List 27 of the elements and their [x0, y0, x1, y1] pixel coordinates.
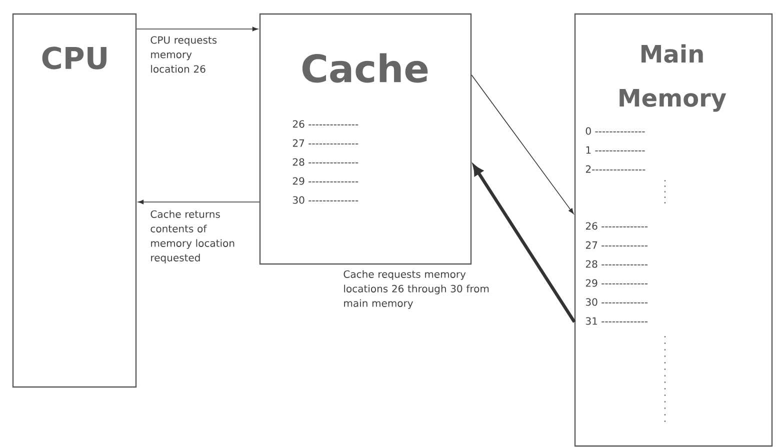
memory-row: 26 ------------- [586, 222, 648, 230]
memory-row: 30 ------------- [586, 298, 648, 306]
arrow [138, 200, 260, 204]
title: CPU [42, 46, 106, 70]
memory-row: 28 ------------- [586, 260, 648, 268]
title: Main Memory [620, 44, 726, 112]
memory-row: 1 -------------- [586, 146, 645, 154]
memory-row: 27 ------------- [586, 241, 648, 249]
memory-row: 27 -------------- [292, 139, 358, 147]
arrow [136, 26, 258, 32]
main-memory-box [574, 13, 773, 447]
arrow [472, 164, 576, 323]
memory-row: 28 -------------- [292, 158, 358, 166]
edge-label: CPU requests memory location 26 [150, 36, 217, 73]
memory-row: 26 -------------- [292, 120, 358, 128]
memory-row: 29 -------------- [292, 177, 358, 185]
memory-row: 31 ------------- [586, 317, 648, 325]
cache-box [259, 13, 472, 265]
memory-row: 0 -------------- [586, 127, 645, 135]
edge-label: Cache requests memory locations 26 through 30 from main memory [344, 270, 489, 309]
arrow [471, 74, 574, 214]
memory-row: 2--------------- [586, 165, 646, 173]
edge-label: Cache returns contents of memory location requested [150, 210, 234, 264]
cpu-box [12, 13, 137, 388]
memory-row: 30 -------------- [292, 196, 358, 204]
memory-row: 29 ------------- [586, 279, 648, 287]
title: Cache [302, 53, 428, 83]
